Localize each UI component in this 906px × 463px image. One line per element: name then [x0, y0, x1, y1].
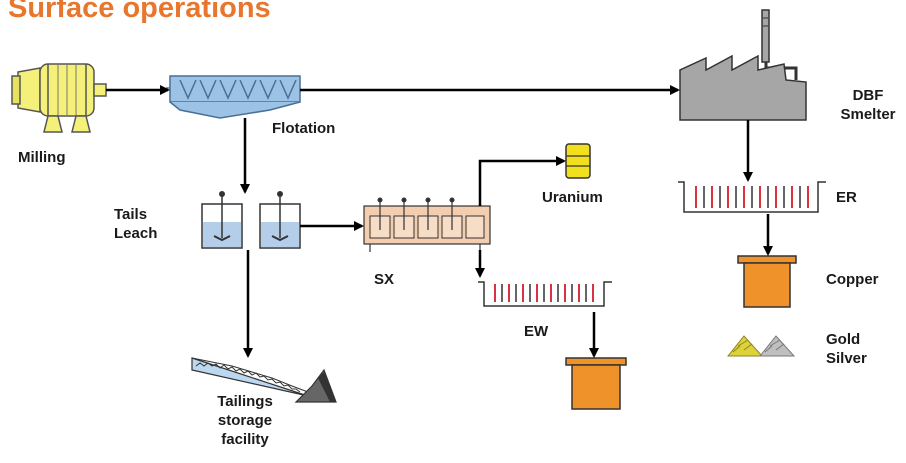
label-uranium: Uranium	[542, 189, 603, 206]
label-dbf-line2: Smelter	[840, 106, 896, 123]
label-tails-leach-line1: Tails	[114, 206, 148, 223]
label-milling: Milling	[18, 149, 66, 166]
label-tails-leach-line2: Leach	[114, 225, 158, 242]
flotation-cells-icon	[166, 75, 301, 119]
ew-copper-cathode-icon	[565, 357, 627, 410]
er-cell-icon	[678, 181, 826, 213]
arrow-sx-to-uranium	[478, 156, 566, 206]
ew-cell-icon	[478, 281, 612, 307]
tails-leach-tanks-icon	[201, 191, 301, 249]
label-dbf-line1: DBF	[852, 87, 884, 104]
tailings-dam-icon	[191, 357, 337, 403]
label-er: ER	[836, 189, 857, 206]
silver-pile-icon	[758, 335, 796, 357]
label-silver: Silver	[826, 350, 867, 367]
er-copper-cathode-icon	[737, 255, 797, 308]
label-tails-leach: Tails Leach	[114, 205, 157, 243]
label-dbf-smelter: DBF Smelter	[836, 86, 900, 124]
smelter-factory-icon	[679, 9, 807, 121]
label-flotation: Flotation	[272, 120, 336, 137]
label-gold: Gold	[826, 331, 861, 348]
flow-arrows	[106, 85, 773, 358]
label-copper: Copper	[826, 271, 879, 288]
sx-unit-icon	[363, 197, 491, 252]
page-title: Surface operations	[8, 0, 271, 24]
ball-mill-icon	[11, 63, 107, 133]
label-sx: SX	[374, 271, 395, 288]
uranium-drum-icon	[565, 143, 591, 179]
label-ew: EW	[524, 323, 549, 340]
label-tailings-line3: facility	[221, 431, 269, 448]
label-tailings-storage-facility: Tailings storage facility	[200, 392, 290, 449]
gold-pile-icon	[726, 335, 764, 357]
label-tailings-line1: Tailings	[217, 393, 273, 410]
label-gold-silver: Gold Silver	[826, 330, 867, 368]
label-tailings-line2: storage	[217, 412, 273, 429]
